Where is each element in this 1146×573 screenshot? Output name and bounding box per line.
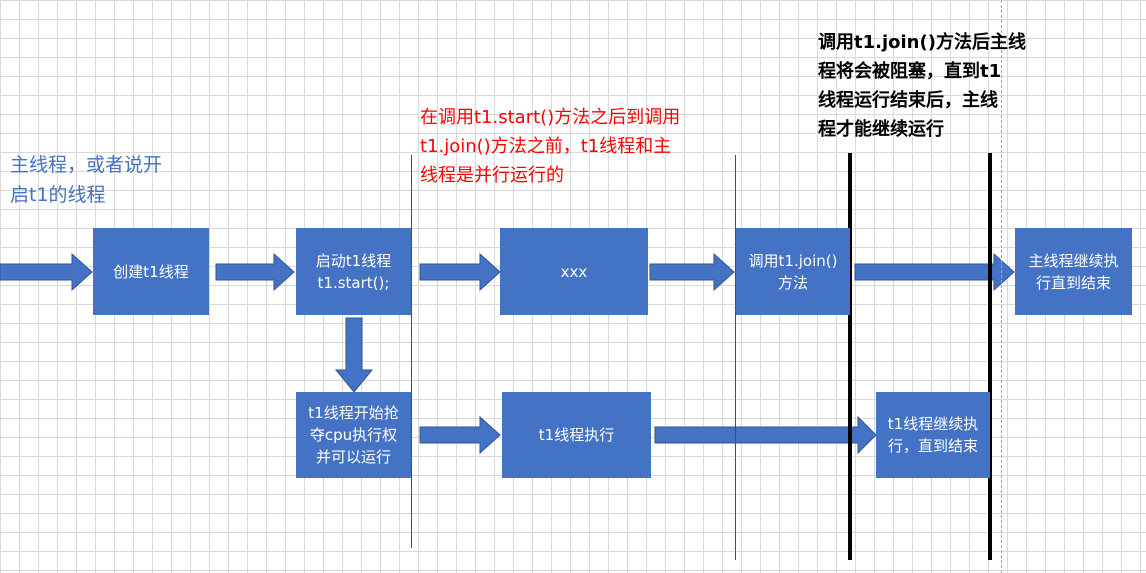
- arrow-start-down: [334, 317, 374, 393]
- arrow-join-to-continue: [854, 252, 1015, 292]
- create-t1-box: 创建t1线程: [93, 228, 209, 315]
- start-t1-box: 启动t1线程 t1.start();: [296, 228, 411, 315]
- main-thread-note: 主线程，或者说开 启t1的线程: [10, 154, 163, 206]
- t1-running-box: t1线程执行: [502, 392, 651, 478]
- xxx-box: xxx: [500, 228, 648, 315]
- arrow-create-to-start: [215, 252, 295, 292]
- dashed-line: [1001, 0, 1002, 573]
- black-line-block-end: [988, 153, 992, 560]
- red-line-start: [411, 155, 412, 548]
- black-line-block-start: [848, 153, 852, 560]
- call-join-box: 调用t1.join() 方法: [736, 228, 850, 315]
- arrow-compete-to-running: [419, 415, 501, 455]
- arrow-running-to-continue: [654, 415, 877, 455]
- arrow-start-to-xxx: [419, 252, 501, 292]
- parallel-note: 在调用t1.start()方法之后到调用 t1.join()方法之前，t1线程和…: [420, 107, 681, 186]
- arrow-xxx-to-join: [649, 252, 735, 292]
- arrow-main-in: [0, 252, 93, 292]
- main-continue-box: 主线程继续执 行直到结束: [1015, 228, 1132, 315]
- red-line-join: [735, 155, 736, 560]
- t1-compete-cpu-box: t1线程开始抢 夺cpu执行权 并可以运行: [296, 392, 411, 478]
- t1-continue-box: t1线程继续执 行，直到结束: [876, 392, 990, 478]
- join-block-note: 调用t1.join()方法后主线 程将会被阻塞，直到t1 线程运行结束后，主线 …: [818, 32, 1026, 140]
